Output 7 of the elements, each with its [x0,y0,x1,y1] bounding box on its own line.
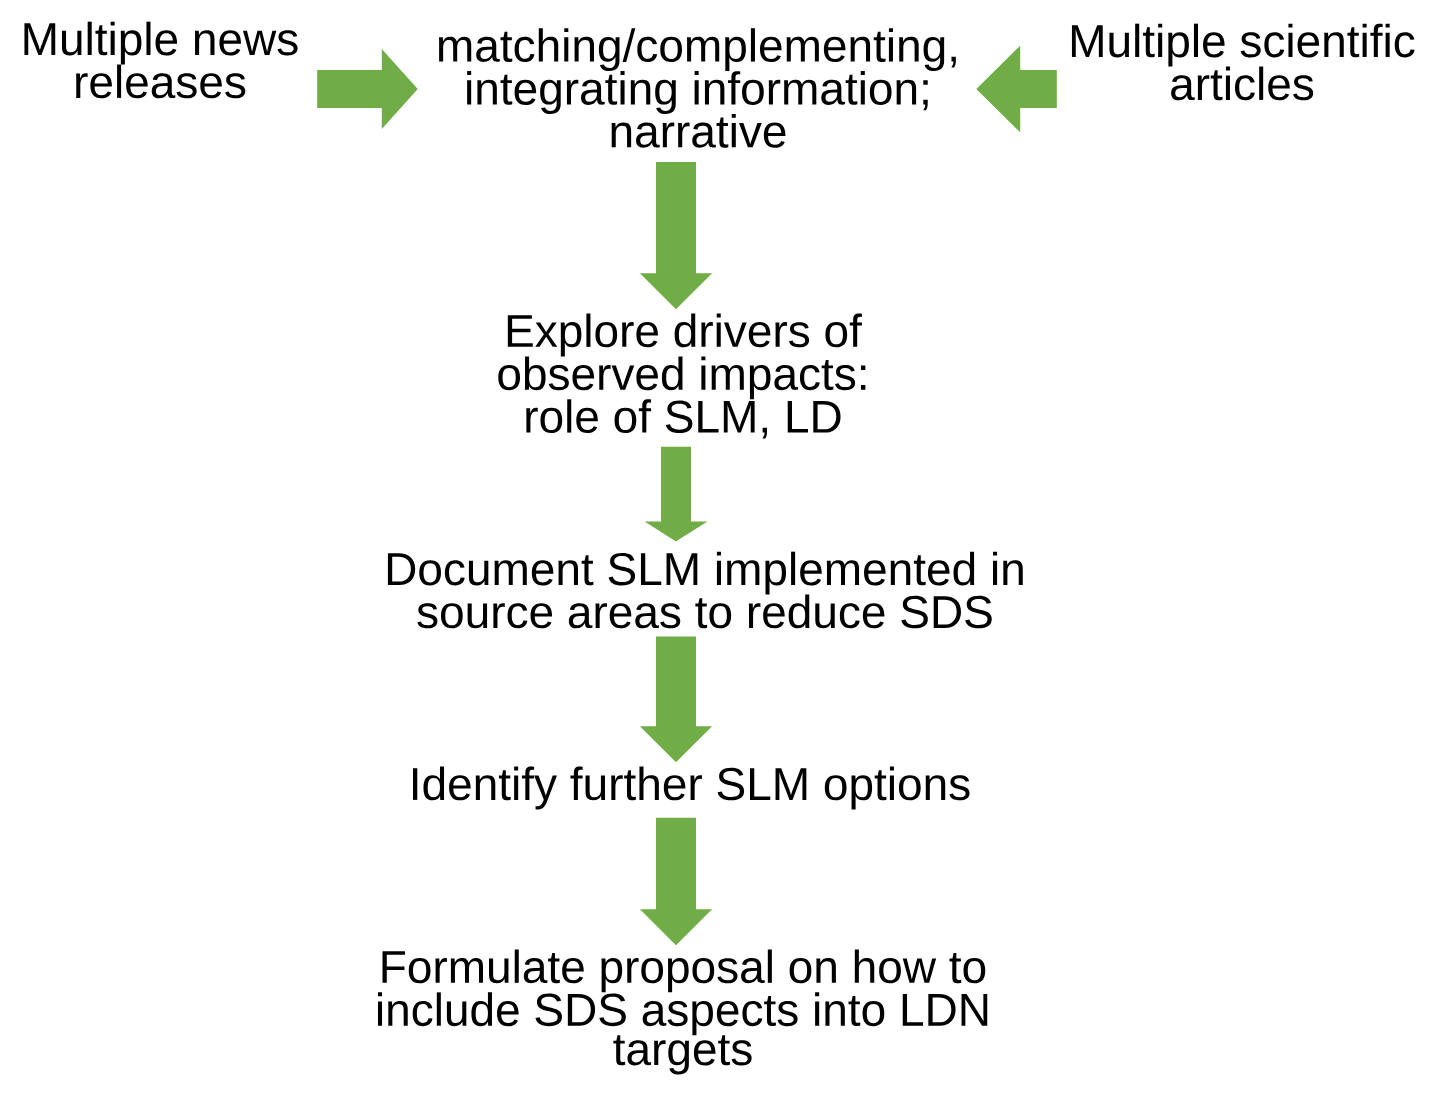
step-text: Multiple scientific articles [1071,23,1415,101]
step-text: Formulate proposal on how to include SDS aspects into LDN targets [378,949,988,1075]
step-text: Explore drivers of observed impacts: role of SLM, LD [498,313,866,439]
step-text: Multiple news releases [24,21,298,99]
step-text: matching/complementing, integrating information; narrative [439,28,956,148]
step-text: Identify further SLM options [413,766,970,810]
step-text: Document SLM implemented in source areas to reduce SDS [387,551,1023,629]
